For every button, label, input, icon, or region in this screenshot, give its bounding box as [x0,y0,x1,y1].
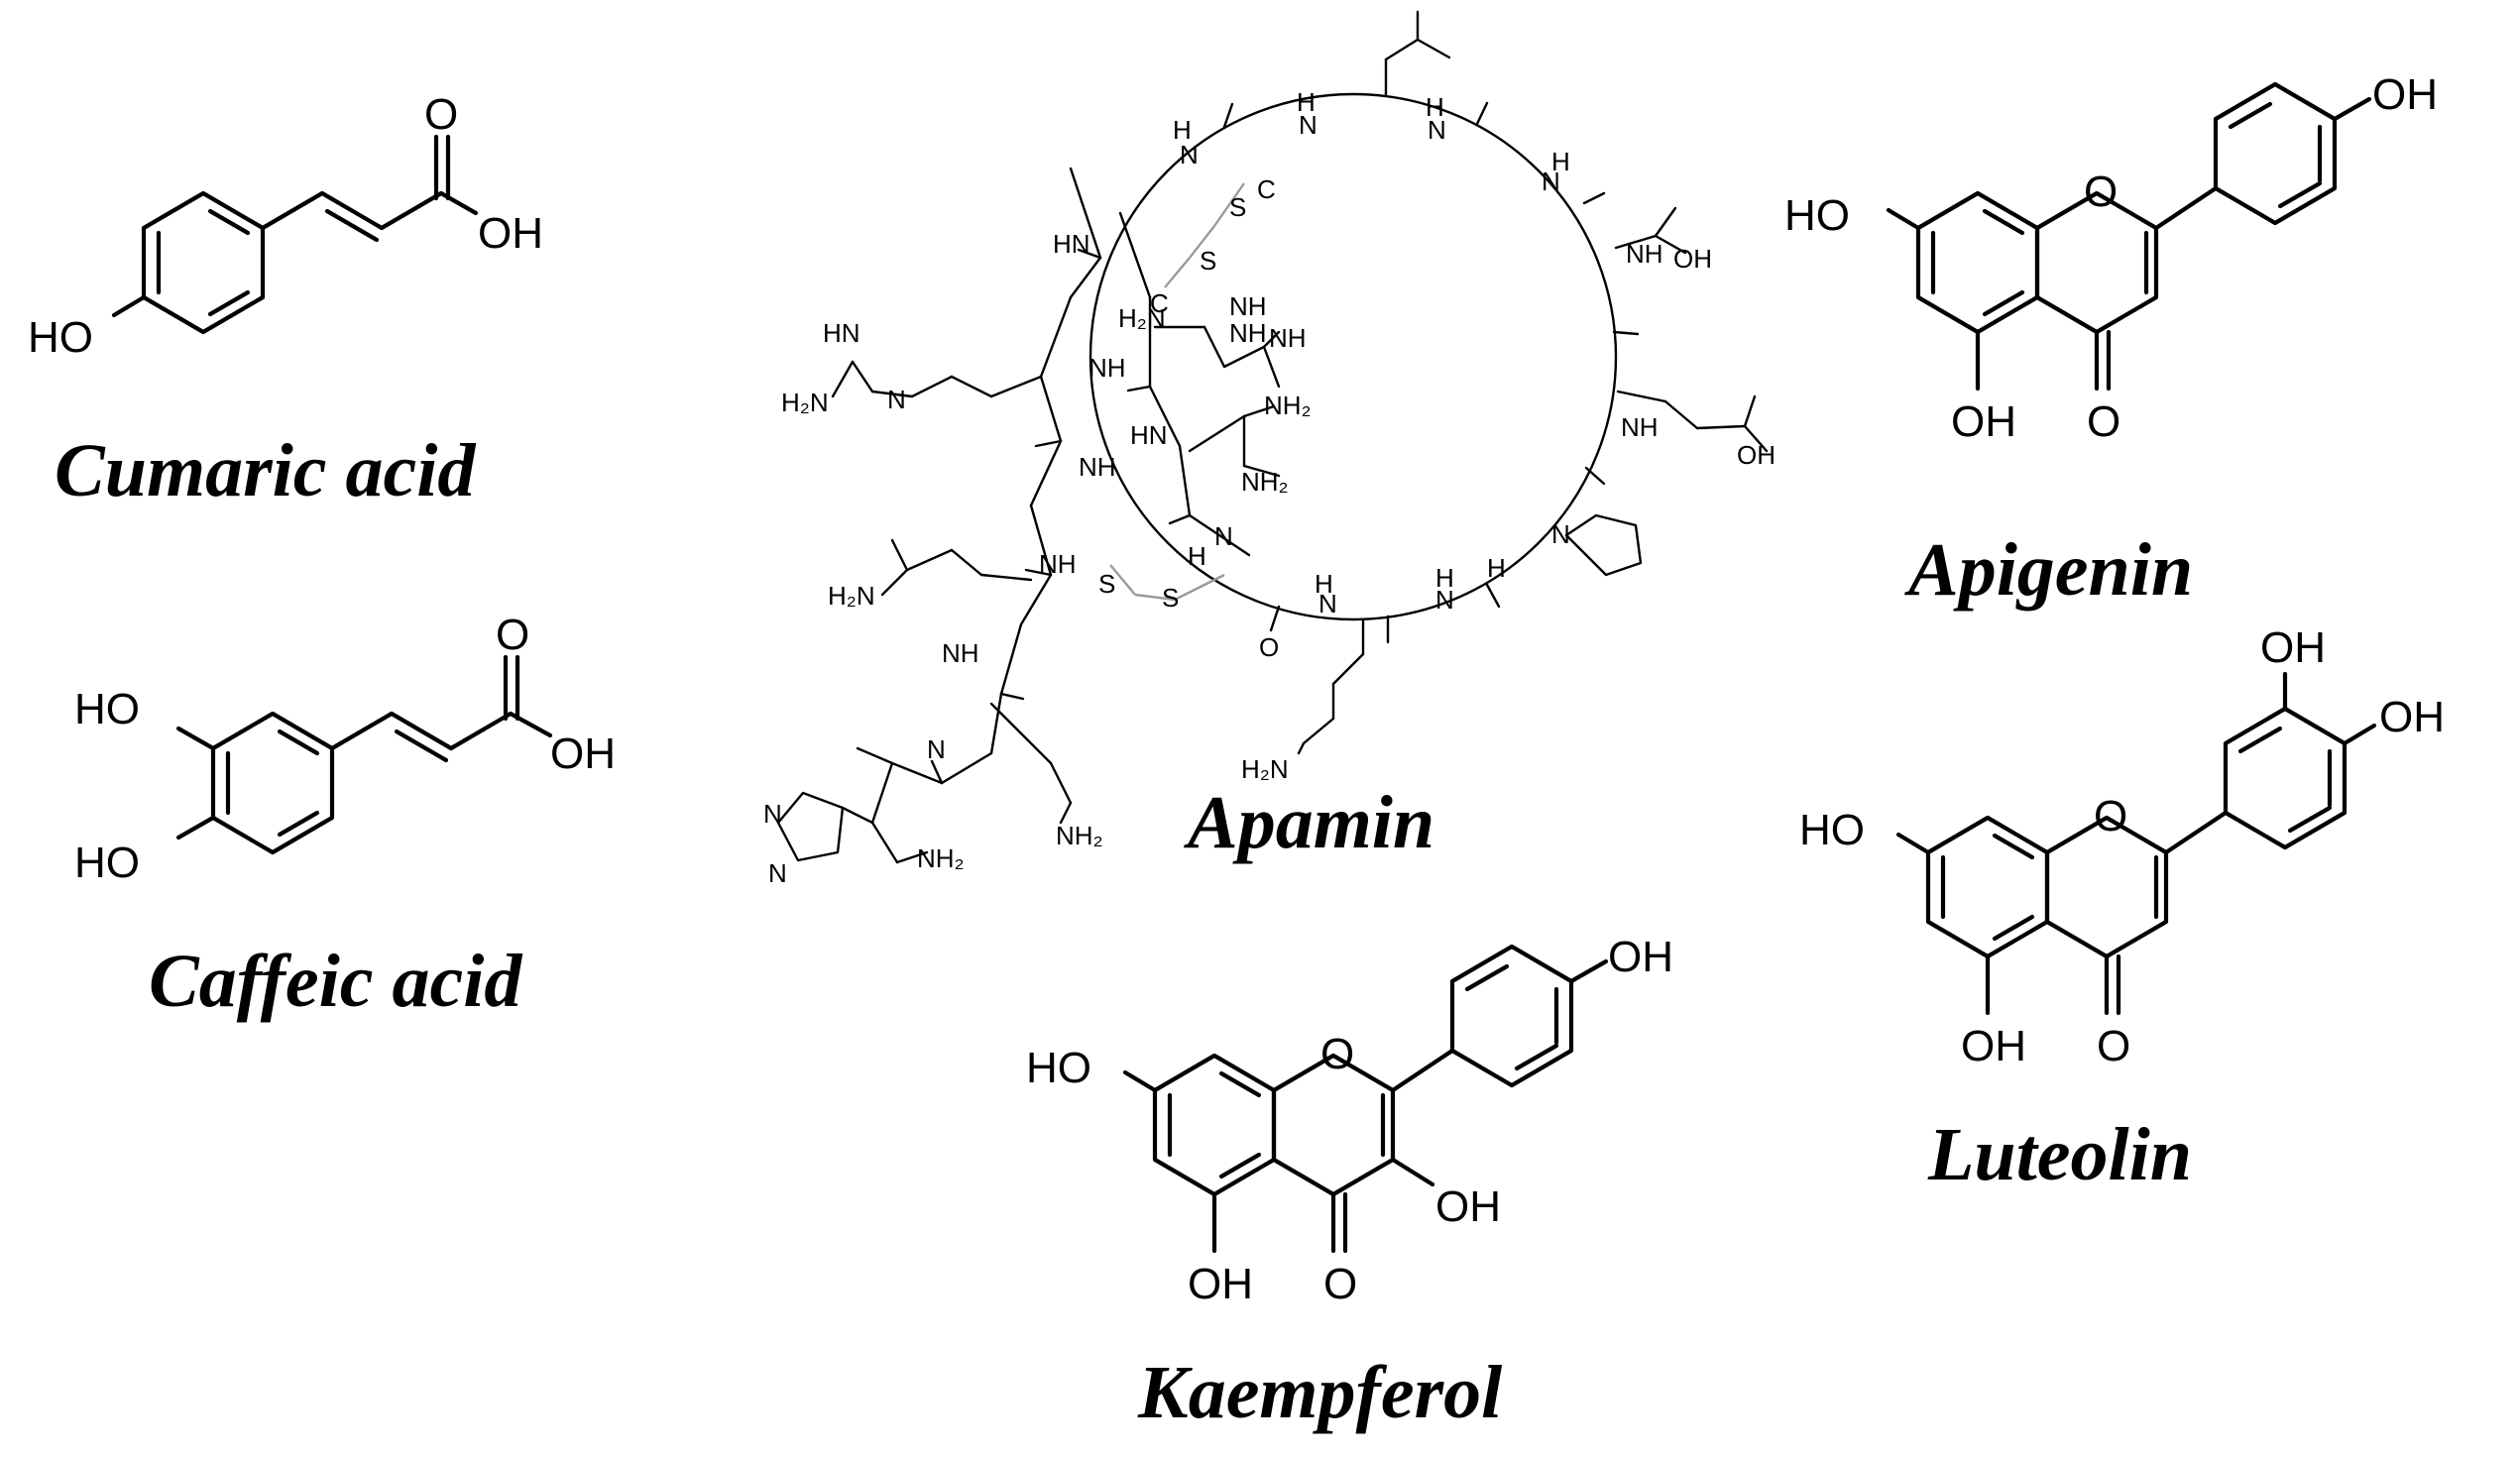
cumaric-bonds [111,134,479,335]
apamin-n-h: N [1214,521,1233,551]
cumaric-o-acid: O [424,90,458,139]
apamin-nh2-c: NH₂ [1241,467,1289,497]
kaempferol-bonds [1122,944,1609,1254]
apamin-nh2-d: NH₂ [1264,391,1312,420]
apamin-s-d: S [1162,583,1179,613]
apamin-nh-d: NH [942,638,979,668]
apamin-s-a: S [1200,246,1216,276]
luteolin-ho-left: HO [1799,806,1865,854]
cumaric-oh-acid: OH [478,209,543,258]
kaempferol-o-keto: O [1323,1260,1357,1308]
apamin-n-c2: N [927,734,946,764]
apamin-nh-c: NH [1039,549,1077,579]
apamin-n-his: N [768,858,787,888]
apamin-caption: Apamin [1184,781,1434,864]
apamin-h2n-d: H₂N [1241,754,1289,784]
apigenin-oh-top: OH [2372,70,2438,119]
apamin-nh2-a: NH₂ [1056,821,1103,850]
apamin-o: O [1259,632,1279,662]
apamin-hn-2: HN [1130,420,1168,450]
cumaric-acid-structure: O OH HO Cumaric acid [28,90,543,512]
luteolin-bonds [1895,671,2377,1016]
cumaric-ho: HO [28,313,93,362]
apigenin-bonds [1886,81,2372,392]
apamin-n-c: N [1428,115,1446,145]
apamin-h-f: H [1435,563,1454,593]
apamin-disulfide-bonds [1109,182,1245,602]
cumaric-caption: Cumaric acid [55,429,476,512]
apamin-h2n-a: H₂N [781,388,829,417]
kaempferol-structure: OH HO OH OH O O Kaempferol [1026,933,1673,1434]
apamin-h-e: H [1487,553,1506,583]
kaempferol-caption: Kaempferol [1137,1351,1502,1434]
kaempferol-ho-left: HO [1026,1044,1091,1092]
caffeic-ho-1: HO [74,685,140,733]
apamin-h2n-c: H₂N [1118,303,1166,333]
apamin-c-a: C [1150,288,1169,318]
apamin-bonds [776,10,1769,864]
apamin-c-b: C [1257,174,1276,204]
apamin-n-his2: N [763,799,782,829]
apigenin-ho-left: HO [1784,191,1850,240]
caffeic-caption: Caffeic acid [149,940,522,1023]
luteolin-structure: OH OH HO OH O O Luteolin [1799,623,2445,1196]
luteolin-oh-top: OH [2260,623,2326,672]
apamin-structure: N H N H N H N H NH OH NH OH N H N H N H … [763,10,1775,888]
apigenin-caption: Apigenin [1904,528,2193,612]
apamin-n-b: N [1299,110,1317,140]
caffeic-bonds [175,654,553,855]
kaempferol-o-ring: O [1320,1030,1354,1078]
caffeic-ho-2: HO [74,839,140,887]
apamin-n-f: N [1435,585,1454,615]
caffeic-acid-structure: O OH HO HO Caffeic acid [74,611,616,1023]
apigenin-oh-bottom: OH [1951,397,2016,446]
apamin-oh-a: OH [1673,244,1712,274]
kaempferol-oh-bottom: OH [1188,1260,1253,1308]
apamin-h-c: H [1426,92,1444,122]
apamin-nh-g: NH [1229,318,1267,348]
apamin-h2n-b: H₂N [828,581,875,611]
luteolin-oh-right: OH [2379,693,2445,741]
caffeic-o-acid: O [496,611,529,659]
apamin-n-a: N [1180,140,1199,169]
apamin-n-g: N [1318,589,1337,618]
kaempferol-oh-right: OH [1435,1182,1501,1231]
luteolin-oh-bottom: OH [1961,1022,2026,1070]
apamin-h-b: H [1297,87,1316,117]
apamin-nh-f: NH [1621,412,1659,442]
apamin-hn-arg: HN [823,318,860,348]
apamin-h-h: H [1188,541,1206,571]
apamin-nh-a: NH [1088,353,1126,383]
apamin-nh-e: NH [1626,239,1663,269]
apamin-oh-b: OH [1737,440,1775,470]
apigenin-o-keto: O [2087,397,2120,446]
luteolin-o-keto: O [2097,1022,2130,1070]
apigenin-o-ring: O [2084,168,2118,216]
apamin-h-a: H [1173,115,1192,145]
kaempferol-oh-top: OH [1608,933,1673,981]
luteolin-o-ring: O [2094,792,2127,841]
apamin-n-d2: N [887,385,906,414]
apamin-n-e: N [1551,519,1570,549]
apamin-nh-h: NH [1229,291,1267,321]
apamin-nh-b: NH [1079,452,1116,482]
apamin-hn-1: HN [1053,229,1090,259]
apamin-s-c: S [1098,569,1115,599]
luteolin-caption: Luteolin [1927,1113,2192,1196]
caffeic-oh-acid: OH [550,729,616,778]
apamin-nh2-b: NH₂ [917,843,965,873]
apamin-h-g: H [1315,569,1333,599]
apamin-s-b: S [1229,192,1246,222]
apamin-n-d: N [1542,167,1560,196]
apamin-nh-inner: NH [1269,323,1307,353]
apigenin-structure: OH HO OH O O Apigenin [1784,70,2438,612]
apamin-h-d: H [1551,147,1570,176]
